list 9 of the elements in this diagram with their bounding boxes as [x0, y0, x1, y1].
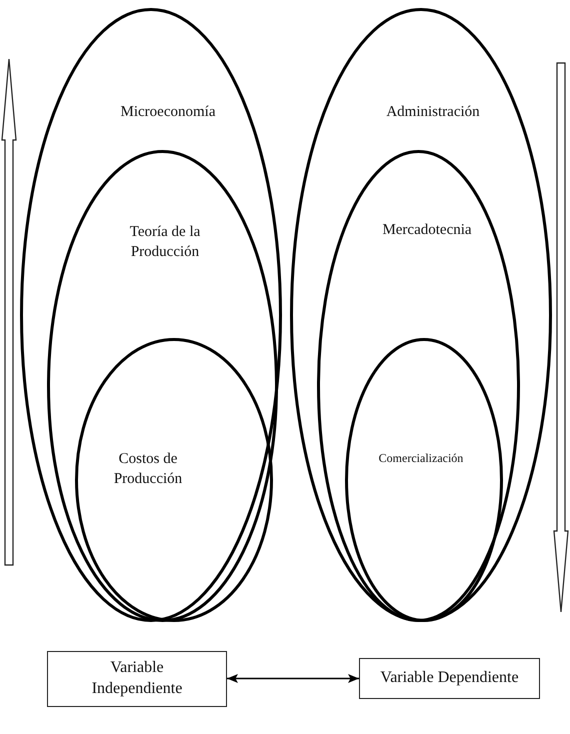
oval-label: Administración [386, 103, 480, 122]
double-headed-arrow [227, 674, 359, 683]
oval-label: Comercialización [378, 451, 464, 467]
variable-box: Variable Dependiente [359, 658, 540, 699]
oval-label: Mercadotecnia [382, 221, 472, 240]
variable-box: Variable Independiente [47, 651, 227, 707]
oval-label: Costos de Producción [112, 450, 184, 488]
oval-label: Microeconomía [120, 103, 216, 122]
oval-label: Teoría de la Producción [128, 223, 202, 262]
